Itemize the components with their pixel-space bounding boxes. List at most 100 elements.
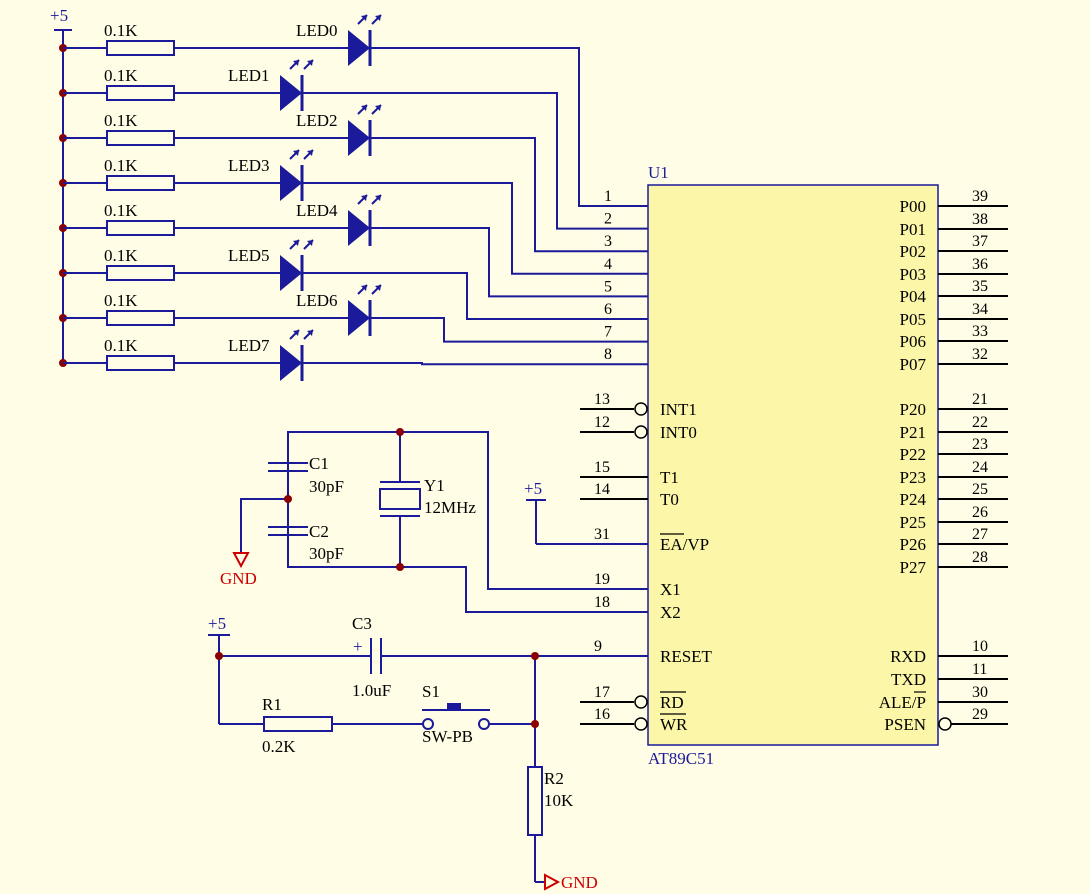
pin-number: 7 <box>604 324 612 341</box>
pin-number: 2 <box>604 211 612 228</box>
led-label: LED1 <box>228 66 270 85</box>
resistor <box>106 175 175 191</box>
pin-number: 38 <box>972 211 988 228</box>
led-label: LED3 <box>228 156 270 175</box>
pin-number: 12 <box>594 414 610 431</box>
led-supply: +5 <box>50 6 72 364</box>
resistor <box>106 310 175 326</box>
chip-part-number: AT89C51 <box>648 749 714 768</box>
resistor-value: 0.1K <box>104 66 138 85</box>
pin-number: 24 <box>972 459 988 476</box>
c1-value: 30pF <box>309 477 344 496</box>
r1-name: R1 <box>262 695 282 714</box>
supply-label-top: +5 <box>50 6 68 25</box>
pin-name: RESET <box>660 647 713 666</box>
pin-number: 9 <box>594 638 602 655</box>
pin-number: 22 <box>972 414 988 431</box>
gnd-symbol-2 <box>544 873 561 891</box>
resistor <box>106 265 175 281</box>
resistor <box>106 130 175 146</box>
pin-name: P26 <box>900 535 926 554</box>
pin-number: 16 <box>594 706 610 723</box>
resistor-value: 0.1K <box>104 246 138 265</box>
pin-name: WR <box>660 715 688 734</box>
ea-supply: +5 <box>524 479 580 545</box>
reset-circuit: +5 + GND C3 1.0uF S1 SW-PB R1 0.2K R2 10… <box>208 614 598 892</box>
led-diode <box>348 210 370 246</box>
oscillator-circuit: GND C1 30pF C2 30pF Y1 12MHz <box>220 428 580 613</box>
resistor-value: 0.1K <box>104 291 138 310</box>
crystal-y1 <box>379 488 421 510</box>
c3-value: 1.0uF <box>352 681 391 700</box>
pin-number: 10 <box>972 638 988 655</box>
resistor-value: 0.1K <box>104 21 138 40</box>
led-diode <box>348 30 370 66</box>
pin-name: X1 <box>660 580 681 599</box>
chip-body <box>647 184 939 746</box>
pin-number: 15 <box>594 459 610 476</box>
y1-value: 12MHz <box>424 498 476 517</box>
r2-value: 10K <box>544 791 574 810</box>
pin-name: P01 <box>900 220 926 239</box>
pin-name: P23 <box>900 468 926 487</box>
pin-number: 30 <box>972 684 988 701</box>
led-rows: 0.1KLED01P10/T0.1KLED12P11/T0.1KLED23P12… <box>59 14 702 381</box>
pin-number: 37 <box>972 233 988 250</box>
chip-designator: U1 <box>648 163 669 182</box>
gnd-label-2: GND <box>561 873 598 892</box>
supply-label-reset: +5 <box>208 614 226 633</box>
pin-number: 31 <box>594 526 610 543</box>
r2-name: R2 <box>544 769 564 788</box>
pin-name: P04 <box>900 287 927 306</box>
led-diode <box>280 75 302 111</box>
pin-number: 34 <box>972 301 988 318</box>
pin-number: 4 <box>604 256 612 273</box>
s1-value: SW-PB <box>422 727 473 746</box>
light-emission-arrows <box>357 284 382 295</box>
pin-name: INT0 <box>660 423 697 442</box>
gnd-label-1: GND <box>220 569 257 588</box>
pin-number: 29 <box>972 706 988 723</box>
pin-number: 13 <box>594 391 610 408</box>
light-emission-arrows <box>289 59 314 70</box>
pin-number: 26 <box>972 504 988 521</box>
pin-name: P21 <box>900 423 926 442</box>
pin-name: P07 <box>900 355 927 374</box>
pin-name: PSEN <box>884 715 926 734</box>
pin-number: 18 <box>594 594 610 611</box>
pin-number: 23 <box>972 436 988 453</box>
led-row: 0.1KLED34P13 <box>59 149 686 284</box>
led-row: 0.1KLED56P15 <box>59 239 686 329</box>
led-row: 0.1KLED12P11/T <box>59 59 702 239</box>
pin-name: P02 <box>900 242 926 261</box>
c3-name: C3 <box>352 614 372 633</box>
pin-number: 11 <box>972 661 987 678</box>
led-diode <box>280 255 302 291</box>
pin-number: 6 <box>604 301 612 318</box>
pin-name: ALE/P <box>879 693 926 712</box>
light-emission-arrows <box>357 194 382 205</box>
resistor-r1 <box>263 716 333 732</box>
pin-name: P05 <box>900 310 926 329</box>
led-diode <box>280 345 302 381</box>
supply-label-ea: +5 <box>524 479 542 498</box>
pin-name: P00 <box>900 197 926 216</box>
resistor <box>106 220 175 236</box>
